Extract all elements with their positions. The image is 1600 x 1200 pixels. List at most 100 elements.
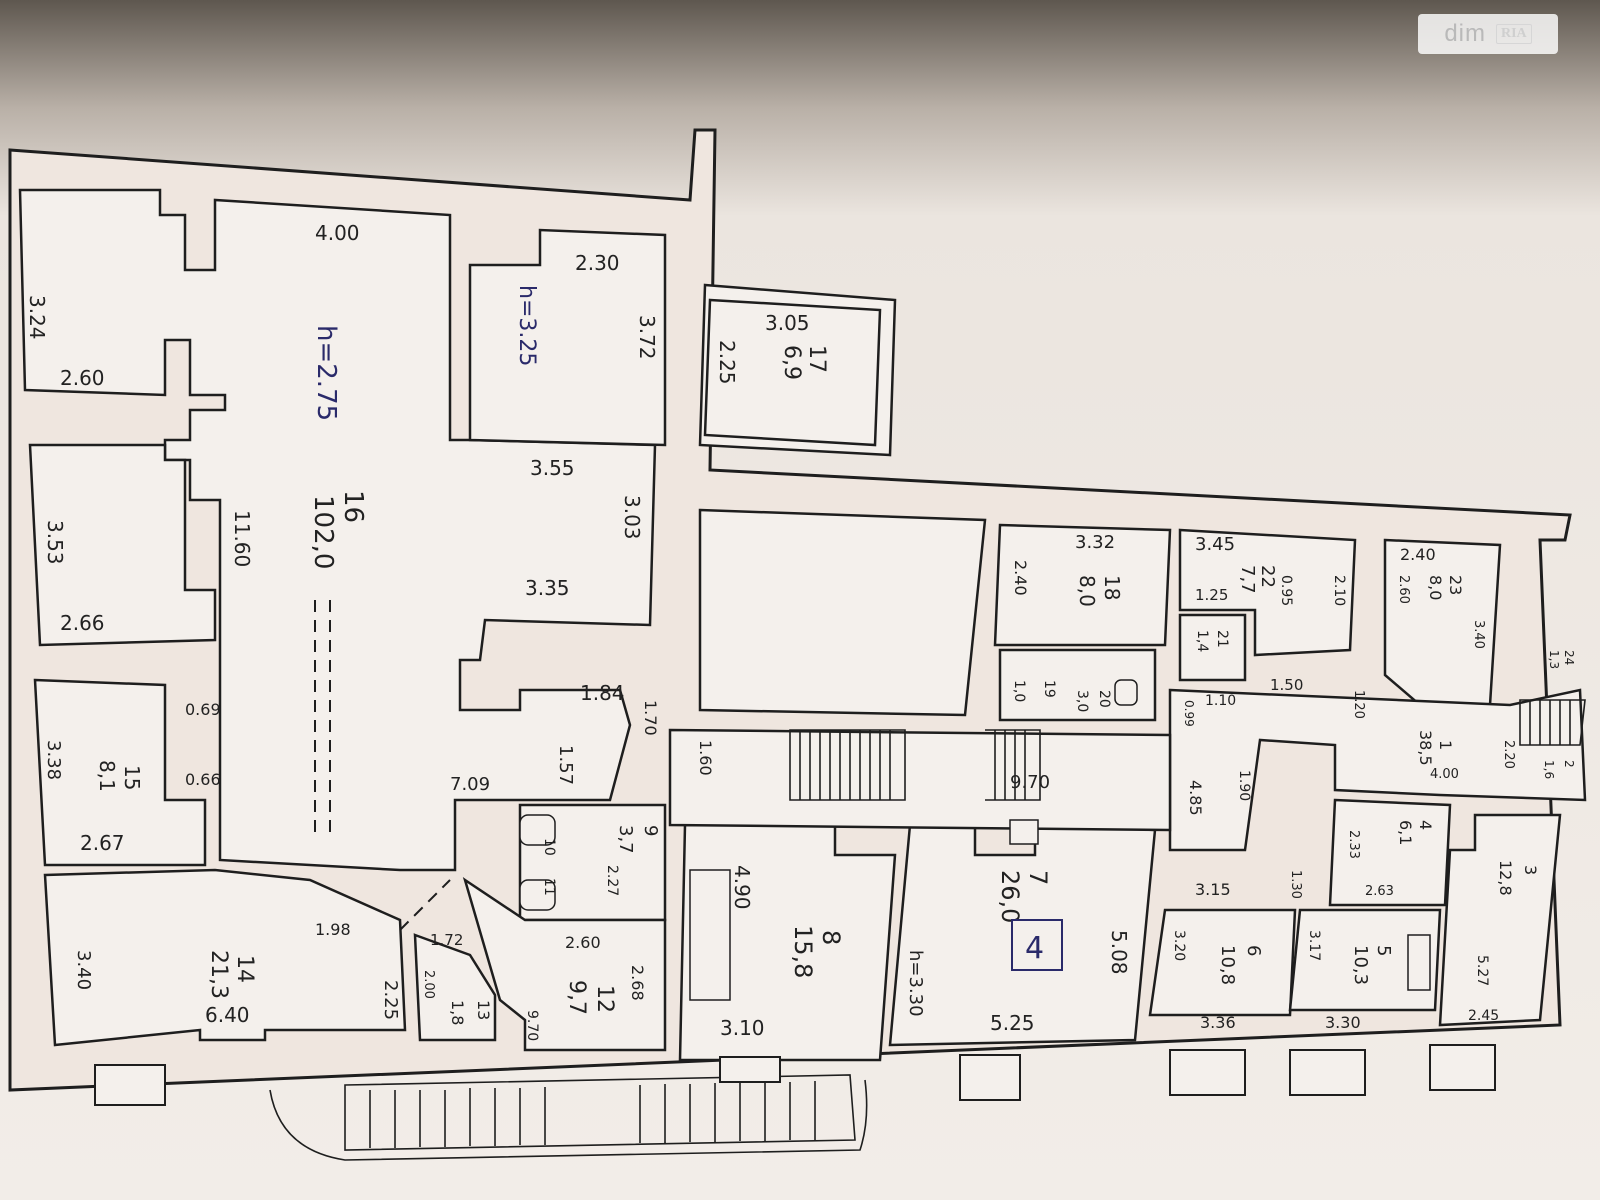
label-r16-number: 16	[338, 490, 368, 523]
label-r17-area: 6,9	[779, 345, 804, 380]
label-r24-area: 1,3	[1547, 650, 1561, 669]
room-22	[1178, 528, 1357, 657]
label-r20-area: 3,0	[1074, 690, 1090, 712]
label-r12-a: 2.60	[565, 933, 601, 952]
label-r18-top: 3.32	[1075, 532, 1115, 553]
room-5	[1288, 908, 1442, 1012]
labels: 3.24 2.60 3.53 2.66 4.00 h=2.75 11.60 16…	[25, 221, 1576, 1041]
label-r12-number: 12	[592, 985, 617, 1013]
room-mid-corridor	[668, 728, 1172, 832]
dimria-watermark: dim RIA	[1418, 14, 1558, 54]
label-r19: 19	[1041, 680, 1057, 698]
label-r14-area: 21,3	[206, 950, 231, 999]
label-r15-b: 0.66	[185, 770, 221, 789]
label-r7-side: 5.08	[1107, 930, 1131, 975]
label-r8-number: 8	[817, 930, 845, 945]
label-157: 1.57	[555, 745, 576, 785]
label-315: 3.15	[1195, 880, 1231, 899]
label-r3-number: 3	[1521, 865, 1540, 875]
label-r22-b: 0.95	[1278, 575, 1294, 606]
label-r15-a: 0.69	[185, 700, 221, 719]
label-r22-area: 7,7	[1237, 565, 1258, 594]
label-r21-c: 1.10	[1205, 693, 1236, 709]
label-r21-b: 0.99	[1182, 700, 1196, 727]
room-6	[1148, 908, 1297, 1017]
dashed-partition-3	[399, 879, 451, 931]
label-r3-a: 5.27	[1474, 955, 1490, 986]
label-709: 7.09	[450, 774, 490, 795]
label-r5-number: 5	[1373, 945, 1394, 956]
label-335: 3.35	[525, 576, 570, 600]
symbol-box	[1011, 919, 1063, 971]
label-r14-number: 14	[232, 955, 257, 983]
window-2	[719, 1056, 781, 1083]
stair-front	[344, 1074, 856, 1151]
stair-inner-2	[985, 729, 1041, 801]
label-r14-bottom: 6.40	[205, 1003, 250, 1027]
room-4	[1328, 798, 1452, 907]
label-355: 3.55	[530, 456, 575, 480]
stairs	[269, 699, 1586, 1161]
label-r14-side: 3.40	[73, 950, 94, 990]
label-r17-top: 3.05	[765, 311, 810, 335]
label-r18-number: 18	[1100, 575, 1124, 600]
label-130: 1.30	[1288, 870, 1303, 899]
room-17	[703, 298, 882, 447]
window-4	[1169, 1049, 1246, 1096]
label-r7-number: 7	[1024, 870, 1052, 885]
label-r4-number: 4	[1416, 820, 1435, 830]
label-r23-number: 23	[1446, 575, 1465, 595]
label-r3-area: 12,8	[1496, 860, 1515, 896]
label-r16a-l: 3.72	[635, 315, 659, 360]
label-r7-top: 9.70	[1010, 772, 1050, 793]
stair-inner	[789, 729, 906, 801]
label-r6-b: 3.36	[1200, 1013, 1236, 1032]
fixtures	[519, 679, 1431, 1001]
label-r1-b: 4.00	[1430, 767, 1459, 782]
label-170: 1.70	[641, 700, 660, 736]
toilet-11	[519, 879, 556, 911]
label-r18-side: 2.40	[1011, 560, 1030, 596]
room-left-top	[18, 188, 657, 872]
label-r22-d: 1.50	[1270, 676, 1303, 694]
room-corridor-1	[1168, 688, 1587, 852]
label-r6-area: 10,8	[1217, 945, 1238, 985]
label-r12-b: 2.68	[628, 965, 647, 1001]
label-r22-a: 3.45	[1195, 534, 1235, 555]
label-r1-number: 1	[1436, 740, 1455, 750]
label-r17-side: 2.25	[715, 340, 739, 385]
label-r4-b: 2.63	[1365, 884, 1394, 899]
label-r23-a: 2.40	[1400, 545, 1436, 564]
label-r15-bottom: 2.67	[80, 831, 125, 855]
label-r3-b: 2.45	[1468, 1008, 1499, 1024]
label-r22-c: 2.10	[1331, 575, 1347, 606]
label-260: 2.60	[60, 366, 105, 390]
label-r10: 10	[541, 838, 557, 856]
label-r23-area: 8,0	[1426, 575, 1445, 600]
label-r16a-w: 2.30	[575, 251, 620, 275]
label-r16-area: 102,0	[308, 495, 338, 569]
label-r21-area: 1,4	[1194, 630, 1210, 652]
label-r14-diag: 1.98	[315, 920, 351, 939]
label-r7-area: 26,0	[996, 870, 1024, 923]
label-r9-a: 2.27	[604, 865, 620, 896]
label-r6-a: 3.20	[1171, 930, 1187, 961]
room-stair-block	[698, 508, 987, 717]
window-3	[959, 1054, 1021, 1101]
label-r16-top: 4.00	[315, 221, 360, 245]
label-r15-side: 3.38	[43, 740, 64, 780]
label-r11: 11	[541, 878, 557, 896]
label-r16-left: 11.60	[230, 510, 254, 567]
label-r15-number: 15	[120, 765, 144, 790]
room-21	[1178, 613, 1247, 682]
front-curve	[269, 1079, 868, 1161]
room-15	[33, 678, 207, 867]
room-18	[993, 523, 1172, 647]
label-r2-area: 1,6	[1542, 760, 1556, 779]
label-r16-height: h=2.75	[311, 325, 341, 421]
label-r6-number: 6	[1243, 945, 1264, 956]
label-353: 3.53	[43, 520, 67, 565]
label-r4-area: 6,1	[1396, 820, 1415, 845]
label-r23-c: 3.40	[1471, 620, 1486, 649]
window-5	[1289, 1049, 1366, 1096]
